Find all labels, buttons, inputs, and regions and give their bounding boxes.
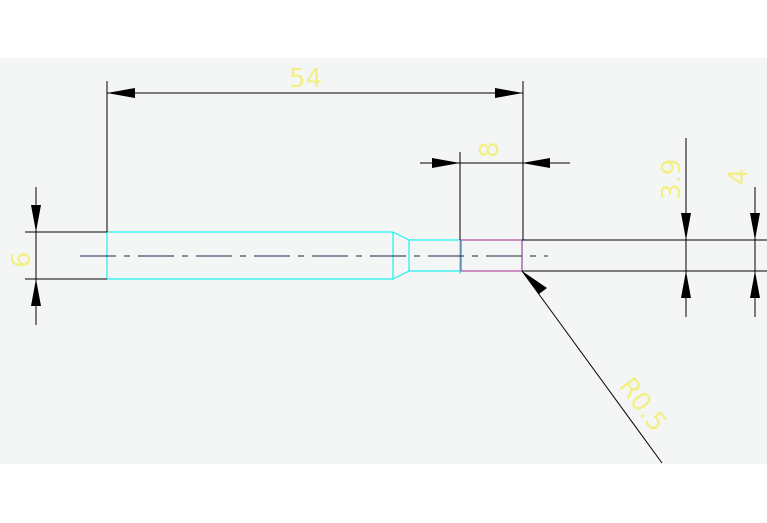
dim-text-8: 8: [475, 141, 505, 158]
dimension-8: [420, 152, 570, 240]
radius-leader: [521, 270, 663, 464]
dim-text-6: 6: [7, 251, 37, 268]
dimension-4: [750, 187, 760, 317]
dim-text-54: 54: [289, 64, 322, 94]
dim-text-3-9: 3.9: [657, 159, 687, 200]
dimension-6: [25, 187, 107, 325]
dim-text-4: 4: [724, 168, 754, 185]
dimension-3-9: [681, 138, 691, 317]
drawing-area: [0, 58, 767, 464]
dimension-54: [106, 81, 524, 240]
tip-lines: [522, 239, 767, 272]
